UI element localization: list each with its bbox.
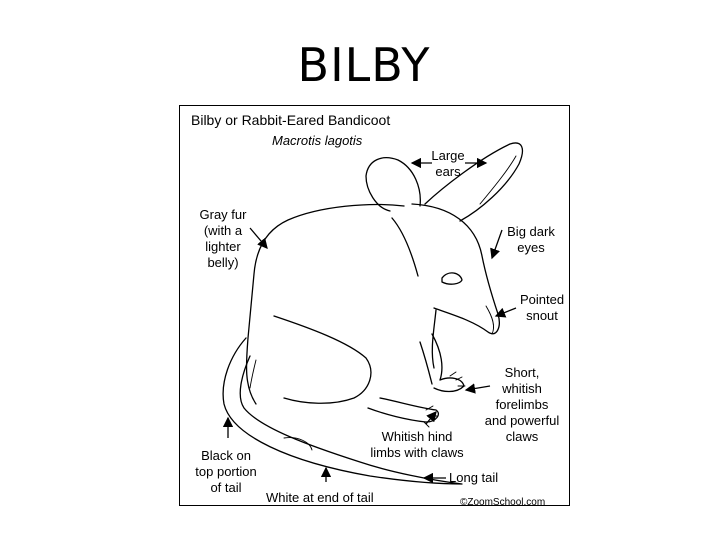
diagram-heading: Bilby or Rabbit-Eared Bandicoot (191, 112, 391, 128)
eye (441, 272, 463, 285)
back (245, 203, 405, 405)
slide-title: BILBY (297, 38, 431, 92)
bilby-illustration (222, 142, 524, 485)
credit: ©ZoomSchool.com (460, 497, 546, 506)
bilby-diagram: Bilby or Rabbit-Eared Bandicoot Macrotis… (179, 105, 570, 506)
label-pointed-snout: Pointed snout (519, 292, 565, 323)
label-black-tail: Black on top portion of tail (195, 448, 257, 495)
foreleg (431, 333, 465, 393)
arrow-hind-limbs (425, 411, 437, 425)
label-gray-fur: Gray fur (with a lighter belly) (199, 207, 247, 270)
label-hind-limbs: Whitish hind limbs with claws (370, 429, 464, 460)
label-white-tail-end: White at end of tail (266, 490, 374, 505)
arrow-eyes (490, 229, 503, 260)
arrow-gray-fur (249, 227, 268, 249)
label-forelimbs: Short, whitish forelimbs and powerful cl… (484, 365, 560, 444)
tail (222, 337, 463, 485)
arrow-forelimbs (464, 383, 491, 394)
label-large-ears: Large ears (431, 148, 465, 179)
haunch (273, 315, 372, 404)
label-big-dark-eyes: Big dark eyes (507, 224, 555, 255)
head (411, 203, 500, 335)
arrow-snout (494, 307, 517, 318)
back-ear (424, 142, 524, 222)
scientific-name: Macrotis lagotis (272, 133, 363, 148)
label-long-tail: Long tail (449, 470, 499, 485)
hind-foot (367, 397, 440, 423)
front-ear (365, 157, 421, 212)
